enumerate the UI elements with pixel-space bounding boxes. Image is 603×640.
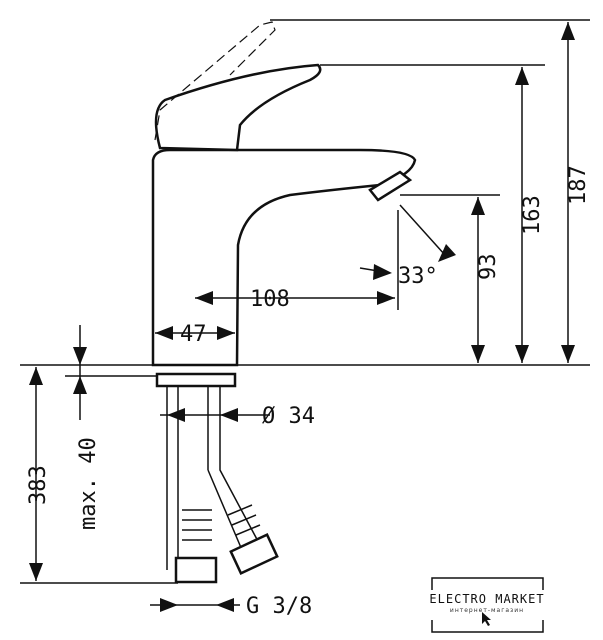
body-width-label: 47 [180, 322, 207, 347]
cursor-icon [482, 612, 491, 626]
total-height-label: 187 [566, 165, 591, 205]
reference-lines [20, 19, 590, 584]
hose-length-label: 383 [26, 465, 51, 505]
spout-angle-label: 33° [398, 264, 438, 289]
dimension-lines [29, 22, 575, 612]
spout-height-label: 93 [476, 254, 501, 281]
logo-title: ELECTRO MARKET [429, 592, 544, 606]
spout-reach-label: 108 [250, 287, 290, 312]
hole-diameter-label: Ø 34 [262, 404, 315, 429]
lever-height-label: 163 [520, 195, 545, 235]
logo-subtitle: интернет-магазин [450, 607, 524, 614]
electro-market-logo: ELECTRO MARKET интернет-магазин [429, 577, 544, 633]
max-thickness-label: max. 40 [76, 437, 101, 530]
faucet-body [151, 21, 417, 584]
thread-label: G 3/8 [246, 594, 312, 619]
